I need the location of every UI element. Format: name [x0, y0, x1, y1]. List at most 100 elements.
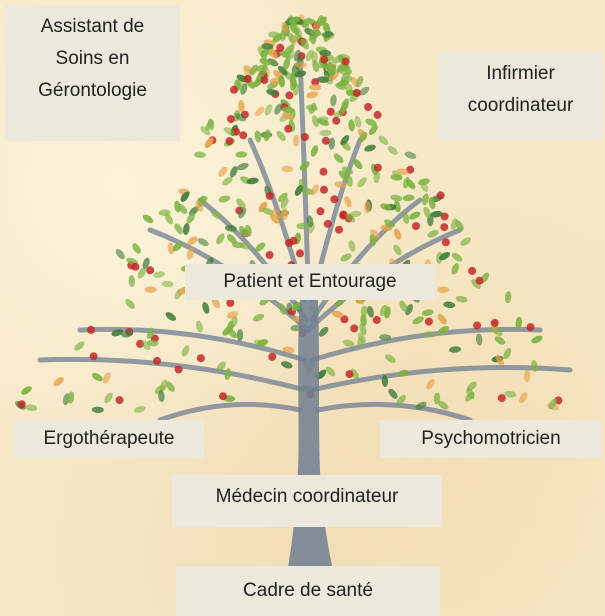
leaf [337, 80, 350, 87]
role-label: Psychomotricien [421, 428, 561, 449]
cherry [320, 55, 329, 64]
leaf [316, 369, 327, 380]
cherry [276, 43, 285, 52]
leaf [282, 346, 295, 354]
leaf [172, 241, 183, 252]
branch [315, 401, 473, 423]
leaf [330, 94, 337, 107]
leaf [387, 145, 398, 155]
leaf [226, 234, 237, 244]
leaf [296, 222, 309, 230]
leaf [350, 368, 359, 380]
cherry [226, 299, 235, 307]
leaf [344, 195, 352, 208]
leaf [166, 381, 175, 392]
leaf [174, 200, 181, 213]
cherry [265, 191, 274, 200]
leaf [310, 145, 319, 157]
leaf [340, 253, 352, 262]
leaf [277, 192, 288, 203]
cherry [436, 191, 445, 200]
leaf [281, 207, 288, 220]
cherry [196, 354, 205, 363]
leaf [254, 130, 262, 143]
leaf [238, 207, 247, 219]
cherry [296, 249, 304, 258]
leaf [415, 401, 427, 410]
leaf [523, 370, 531, 382]
cherry [316, 207, 325, 216]
leaf [353, 159, 363, 170]
cherry [441, 238, 450, 247]
leaf [548, 398, 558, 409]
leaf [433, 392, 441, 405]
leaf [259, 65, 268, 77]
leaf [146, 339, 159, 347]
role-label-line: Infirmier [486, 63, 555, 84]
leaf [393, 228, 402, 240]
cherry [239, 131, 248, 140]
leaf [235, 113, 247, 122]
leaf [256, 339, 269, 347]
cherry [340, 315, 349, 324]
leaf [294, 184, 303, 197]
cherry [265, 251, 274, 259]
leaf [258, 201, 268, 213]
leaf [396, 394, 407, 405]
leaf [338, 170, 349, 180]
leaf [254, 106, 265, 117]
leaf [252, 313, 265, 322]
leaf [354, 115, 362, 128]
leaf [146, 327, 155, 340]
role-box-psychomotricien: Psychomotricien [380, 420, 602, 458]
leaf [239, 225, 248, 237]
leaf [289, 76, 297, 89]
leaf [278, 75, 285, 88]
cherry [440, 212, 449, 221]
role-label-line: coordinateur [467, 95, 574, 116]
leaf [348, 240, 356, 252]
leaf [309, 29, 322, 37]
cherry [490, 318, 499, 327]
leaf [133, 406, 146, 413]
leaf [423, 206, 432, 219]
leaf [211, 297, 221, 309]
cherry [146, 266, 155, 275]
cherry [260, 76, 269, 85]
leaf [294, 61, 307, 69]
leaf [167, 242, 175, 255]
cherry [424, 317, 433, 326]
leaf [437, 313, 447, 325]
role-box-infirmier-coordinateur: Infirmier coordinateur [438, 52, 603, 140]
leaf [102, 372, 111, 384]
leaf [384, 306, 391, 319]
leaf [306, 215, 314, 228]
leaf [272, 33, 283, 43]
leaf [299, 161, 310, 171]
cherry [364, 103, 373, 111]
leaf [261, 43, 274, 50]
leaf [318, 326, 329, 337]
leaf [161, 280, 174, 288]
leaf [437, 286, 450, 294]
leaf [125, 299, 135, 309]
leaf [439, 251, 451, 261]
leaf [367, 305, 374, 318]
leaf [329, 64, 337, 77]
leaf [531, 359, 538, 372]
cherry [526, 323, 535, 332]
leaf [222, 176, 233, 186]
leaf [262, 207, 274, 216]
tree-branches [37, 57, 573, 423]
leaf [227, 320, 234, 333]
leaf [287, 32, 296, 44]
cherry [350, 324, 359, 333]
leaf [266, 88, 278, 96]
cherry [341, 57, 350, 66]
leaf [255, 242, 266, 252]
leaf [279, 50, 291, 59]
leaf [399, 300, 408, 312]
leaf [187, 236, 198, 246]
role-label: Médecin coordinateur [215, 486, 399, 507]
leaf [504, 390, 517, 398]
